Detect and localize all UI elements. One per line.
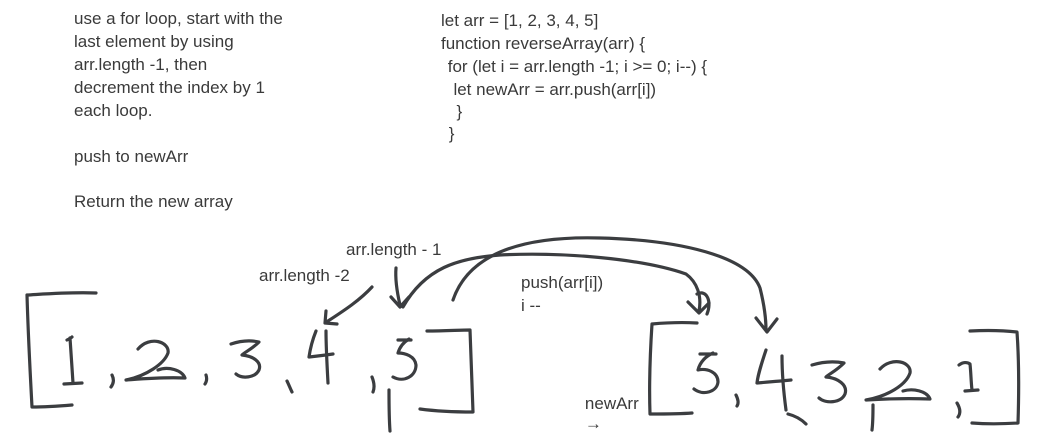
left-digit-5 <box>391 337 418 381</box>
note-line: arr.length -1, then <box>74 55 208 74</box>
right-digit-2 <box>864 360 932 402</box>
left-digit-2 <box>124 339 187 382</box>
left-digit-4 <box>307 329 335 385</box>
label-push: push(arr[i]) <box>521 273 604 292</box>
code-line: for (let i = arr.length -1; i >= 0; i--)… <box>443 57 708 76</box>
right-comma-1 <box>734 393 740 408</box>
right-comma-2 <box>786 412 808 426</box>
new-arr-text: newArr <box>584 394 639 413</box>
code-line: function reverseArray(arr) { <box>441 34 646 53</box>
left-tick-under-5 <box>387 388 392 433</box>
return-note: Return the new array <box>74 192 233 211</box>
note-line: decrement the index by 1 <box>74 78 265 97</box>
right-digit-1 <box>957 361 980 393</box>
note-line: last element by using <box>74 32 234 51</box>
note-line: use a for loop, start with the <box>74 9 283 28</box>
label-last-index: arr.length - 1 <box>346 240 442 259</box>
arc-arrow-to-new-second <box>451 236 779 334</box>
code-line: } <box>447 102 463 121</box>
right-array-open-bracket <box>648 320 699 416</box>
arrow-to-second-last-element <box>323 285 374 326</box>
note-line: each loop. <box>74 101 153 120</box>
left-array-open-bracket <box>25 291 98 409</box>
right-array-close-bracket <box>968 328 1021 426</box>
push-note: push to newArr <box>74 147 189 166</box>
left-comma-2 <box>203 373 209 386</box>
code-line: let newArr = arr.push(arr[i]) <box>444 80 657 99</box>
left-digit-3 <box>229 339 262 379</box>
label-second-last-index: arr.length -2 <box>259 266 350 285</box>
left-comma-1 <box>109 373 115 389</box>
right-digit-3 <box>810 360 848 404</box>
right-comma-4 <box>955 401 962 419</box>
left-comma-4 <box>370 375 376 394</box>
arrow-right-icon: → <box>584 414 602 433</box>
label-decrement: i -- <box>521 296 541 315</box>
label-new-arr: newArr → <box>566 374 639 445</box>
left-comma-3 <box>285 379 294 394</box>
push-curl <box>695 291 711 316</box>
right-digit-4 <box>755 348 793 412</box>
arc-arrow-to-new-first <box>401 252 711 315</box>
right-digit-5 <box>692 351 720 395</box>
left-array-close-bracket <box>418 328 475 414</box>
code-line: } <box>444 124 455 143</box>
right-comma-3 <box>870 403 875 432</box>
code-line: let arr = [1, 2, 3, 4, 5] <box>441 11 599 30</box>
left-digit-1 <box>62 335 84 386</box>
